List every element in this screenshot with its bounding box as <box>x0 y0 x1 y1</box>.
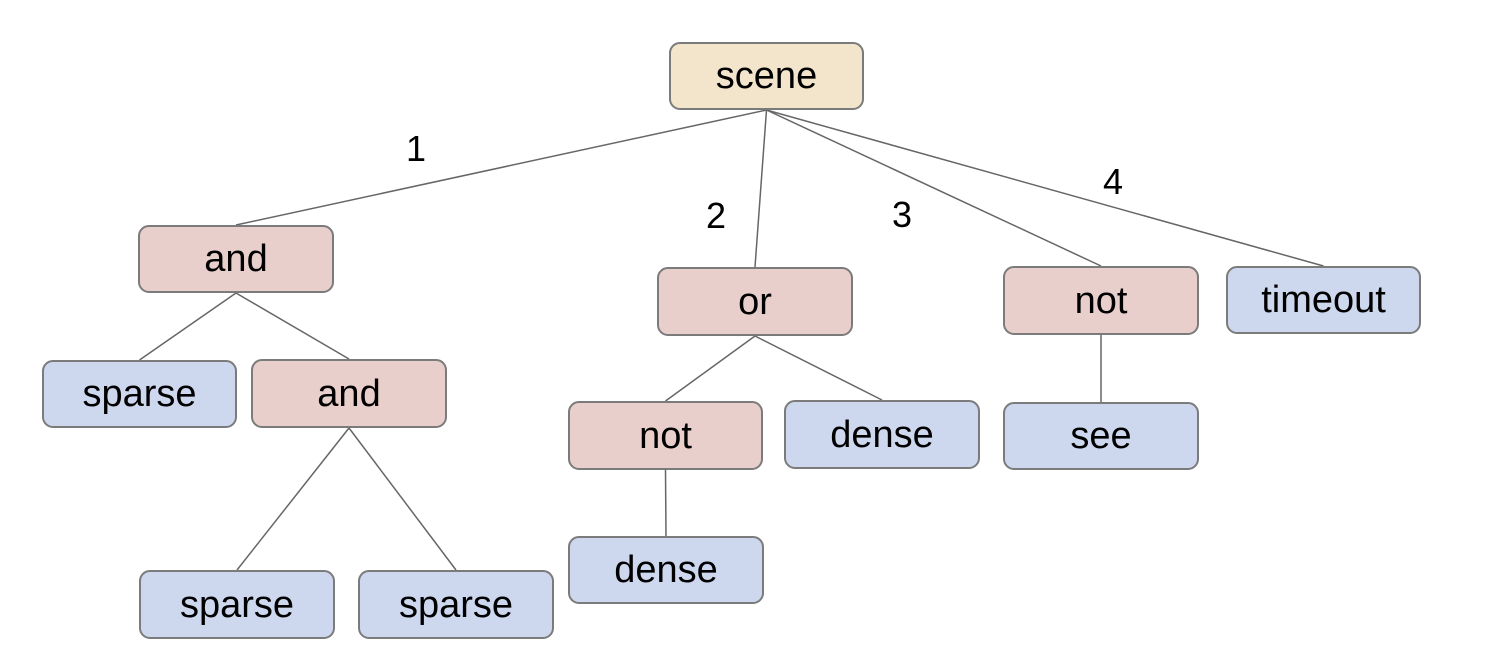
edge-or1-to-not2 <box>665 335 756 402</box>
edge-or1-to-dense1 <box>754 335 883 401</box>
tree-node-not2: not <box>568 401 763 470</box>
tree-node-dense2: dense <box>568 536 764 604</box>
tree-node-see1: see <box>1003 402 1199 470</box>
edge-and1-to-and2 <box>235 292 350 360</box>
tree-node-sparse3: sparse <box>358 570 554 639</box>
edge-label-3: 3 <box>891 194 913 235</box>
edge-not2-to-dense2 <box>664 469 667 537</box>
edge-label-1: 1 <box>405 128 427 169</box>
tree-node-sparse1: sparse <box>42 360 237 428</box>
edge-label-4: 4 <box>1102 161 1124 202</box>
tree-node-dense1: dense <box>784 400 980 469</box>
edge-label-2: 2 <box>705 195 727 236</box>
tree-node-scene: scene <box>669 42 864 110</box>
edge-scene-to-not1 <box>766 109 1102 267</box>
tree-node-not1: not <box>1003 266 1199 335</box>
tree-node-and1: and <box>138 225 334 293</box>
edge-scene-to-timeout1 <box>766 109 1324 267</box>
edge-and2-to-sparse2 <box>236 427 350 571</box>
tree-node-or1: or <box>657 267 853 336</box>
edge-and2-to-sparse3 <box>348 427 457 571</box>
tree-node-timeout1: timeout <box>1226 266 1421 334</box>
edge-scene-to-and1 <box>235 109 767 226</box>
tree-node-sparse2: sparse <box>139 570 335 639</box>
tree-node-and2: and <box>251 359 447 428</box>
edge-scene-to-or1 <box>754 109 768 268</box>
edge-and1-to-sparse1 <box>139 292 237 361</box>
